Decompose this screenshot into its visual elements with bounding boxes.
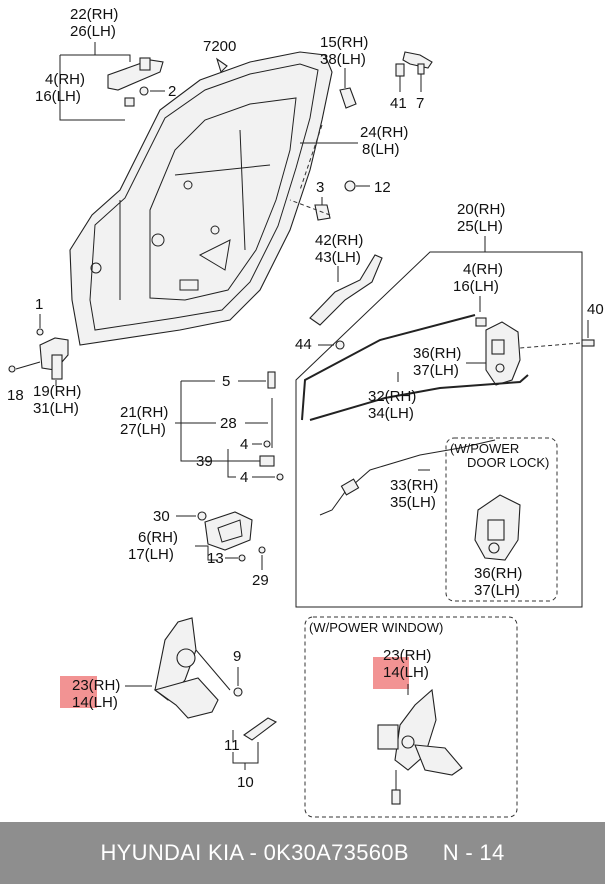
label-37lh-a: 37(LH) [413, 362, 459, 379]
screw-12 [344, 180, 356, 192]
power-window-label: (W/POWER WINDOW) [309, 620, 443, 635]
label-29: 29 [252, 572, 269, 589]
label-13: 13 [207, 550, 224, 567]
label-33rh: 33(RH) [390, 477, 438, 494]
arrow-icon [216, 57, 228, 74]
label-4rh-a: 4(RH) [45, 71, 85, 88]
bracket-15 [339, 87, 357, 109]
window-crank [243, 717, 278, 741]
label-39: 39 [196, 453, 213, 470]
parts-diagram: 7200 22(RH) 26(LH) 4(RH) 16(LH) 2 15(RH)… [7, 6, 604, 818]
label-22rh: 22(RH) [70, 6, 118, 23]
highlight-23-14-b [373, 657, 409, 689]
label-1: 1 [35, 296, 43, 313]
label-2: 2 [168, 83, 176, 100]
power-window-box [304, 616, 518, 818]
label-41: 41 [390, 95, 407, 112]
label-23rh-a: 23(RH) [72, 677, 120, 694]
label-10: 10 [237, 774, 254, 791]
label-7200: 7200 [203, 38, 236, 55]
screw-29 [258, 546, 266, 554]
clip-44 [335, 340, 345, 350]
label-38lh: 38(LH) [320, 51, 366, 68]
label-36rh-a: 36(RH) [413, 345, 461, 362]
bolt-40 [581, 339, 595, 347]
label-43lh: 43(LH) [315, 249, 361, 266]
manual-window-regulator [153, 617, 231, 719]
power-door-lock-label-2: DOOR LOCK) [467, 455, 549, 470]
label-16lh-a: 16(LH) [35, 88, 81, 105]
label-8lh: 8(LH) [362, 141, 400, 158]
rod-guide-42 [309, 254, 383, 326]
label-44: 44 [295, 336, 312, 353]
label-20rh: 20(RH) [457, 201, 505, 218]
label-6rh: 6(RH) [138, 529, 178, 546]
rod-32b [309, 374, 529, 421]
label-18: 18 [7, 387, 24, 404]
label-3: 3 [316, 179, 324, 196]
label-24rh: 24(RH) [360, 124, 408, 141]
label-12: 12 [374, 179, 391, 196]
knob-5 [267, 371, 276, 389]
bolt-18 [8, 365, 16, 373]
label-42rh: 42(RH) [315, 232, 363, 249]
label-9: 9 [233, 648, 241, 665]
label-26lh: 26(LH) [70, 23, 116, 40]
label-32rh: 32(RH) [368, 388, 416, 405]
highlight-23-14-a [60, 676, 97, 708]
power-door-latch [474, 494, 521, 561]
outside-handle [107, 57, 164, 107]
label-14lh-a: 14(LH) [72, 694, 118, 711]
screw-30 [197, 511, 207, 521]
footer-bar: HYUNDAI KIA - 0K30A73560B N - 14 [0, 822, 605, 884]
power-door-lock-label-1: (W/POWER [450, 441, 519, 456]
label-17lh: 17(LH) [128, 546, 174, 563]
label-30: 30 [153, 508, 170, 525]
clip-39 [259, 455, 275, 467]
label-11: 11 [224, 737, 240, 754]
check-link [395, 51, 433, 77]
label-27lh: 27(LH) [120, 421, 166, 438]
label-4rh-b: 4(RH) [463, 261, 503, 278]
footer-page-number: N - 14 [442, 840, 505, 865]
label-31lh: 31(LH) [33, 400, 79, 417]
power-window-regulator [377, 688, 463, 805]
label-21rh: 21(RH) [120, 404, 168, 421]
label-25lh: 25(LH) [457, 218, 503, 235]
label-28: 28 [220, 415, 237, 432]
footer-part-number: HYUNDAI KIA - 0K30A73560B [100, 840, 409, 865]
label-14lh-b: 14(LH) [383, 664, 429, 681]
label-5: 5 [222, 373, 230, 390]
label-34lh: 34(LH) [368, 405, 414, 422]
cable-33 [319, 439, 496, 516]
nut-9 [233, 687, 243, 697]
label-15rh: 15(RH) [320, 34, 368, 51]
lock-assembly-box [295, 251, 583, 608]
label-40: 40 [587, 301, 604, 318]
hinge [39, 337, 69, 380]
inside-handle [204, 511, 253, 551]
label-19rh: 19(RH) [33, 383, 81, 400]
rod-32 [301, 314, 476, 421]
label-7: 7 [416, 95, 424, 112]
label-16lh-b: 16(LH) [453, 278, 499, 295]
door-latch [475, 317, 521, 386]
label-4d: 4 [240, 469, 248, 486]
label-35lh: 35(LH) [390, 494, 436, 511]
label-4c: 4 [240, 436, 248, 453]
label-37lh-b: 37(LH) [474, 582, 520, 599]
door-shell [69, 51, 333, 346]
label-36rh-b: 36(RH) [474, 565, 522, 582]
label-23rh-b: 23(RH) [383, 647, 431, 664]
